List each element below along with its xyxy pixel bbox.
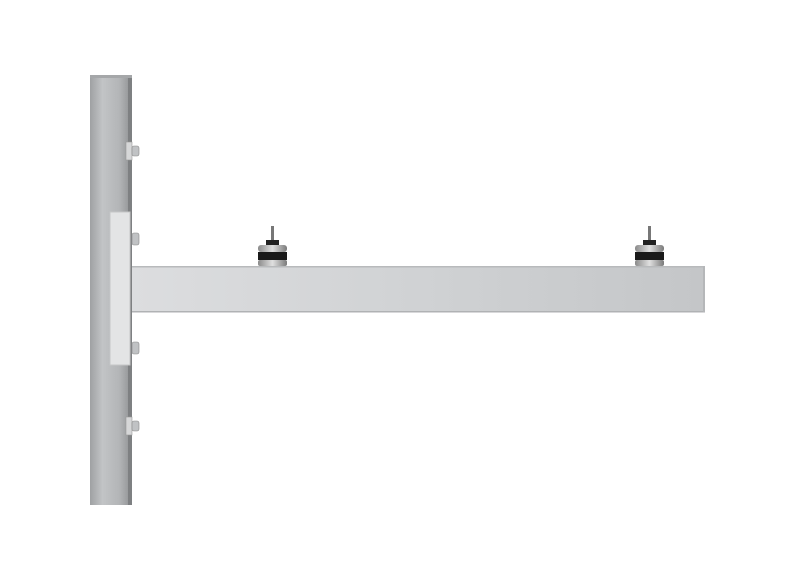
bolt-icon <box>131 232 140 246</box>
bolts <box>125 141 140 436</box>
bracket-arm <box>132 266 705 313</box>
mounting-plate <box>109 211 131 366</box>
vibration-isolator-left <box>258 226 287 266</box>
bolt-icon <box>125 416 140 436</box>
bolt-icon <box>125 141 140 161</box>
vibration-isolator-right <box>635 226 664 266</box>
bolt-icon <box>131 341 140 355</box>
